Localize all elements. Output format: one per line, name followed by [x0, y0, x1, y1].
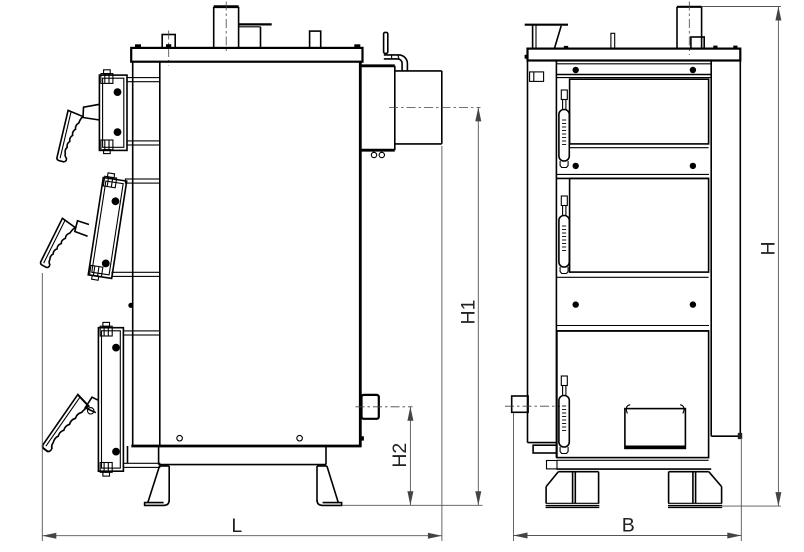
svg-text:L: L — [231, 515, 242, 537]
svg-text:H1: H1 — [458, 300, 480, 325]
svg-text:H: H — [757, 241, 779, 255]
svg-text:H2: H2 — [389, 443, 411, 468]
svg-text:B: B — [622, 515, 635, 537]
